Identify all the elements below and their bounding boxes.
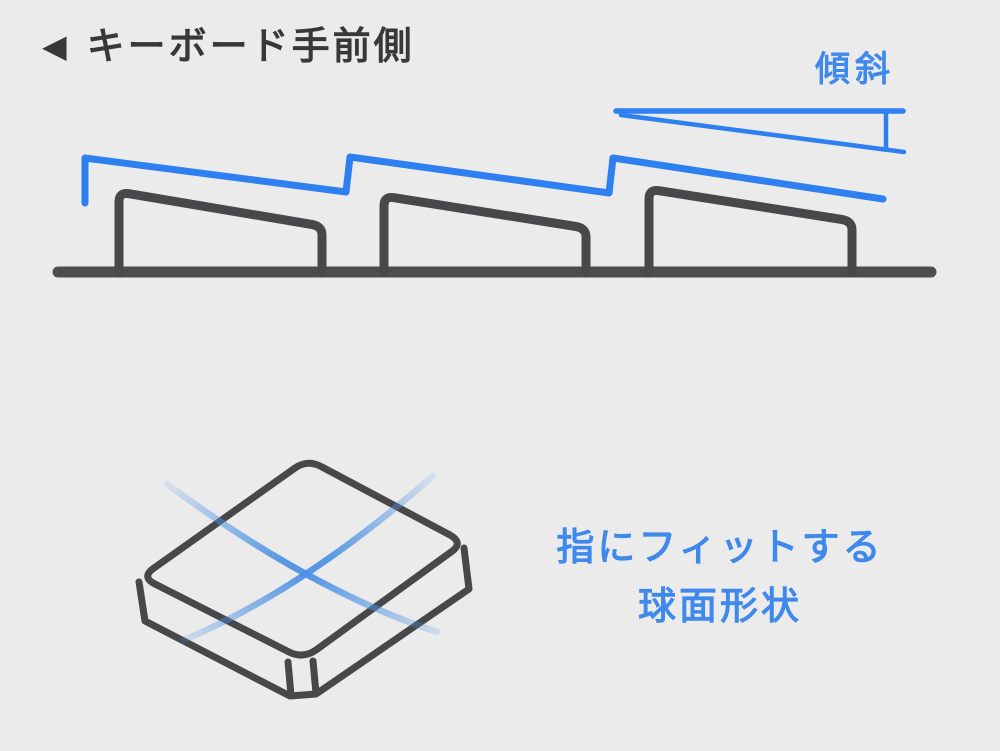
keycap-front-edge-left: [284, 658, 295, 699]
keyboard-slope-profile: [52, 153, 937, 278]
sphere-caption: 指にフィットする 球面形状: [505, 519, 935, 637]
keycap-profile-2: [379, 192, 591, 277]
page-title-text: キーボード手前側: [86, 26, 415, 68]
keycap-profile-1: [114, 188, 327, 277]
sphere-curve-2: [180, 472, 437, 644]
keycap-bottom-silhouette: [135, 544, 473, 700]
left-triangle-icon: ◀: [42, 28, 67, 65]
incline-label: 傾斜: [815, 50, 896, 89]
keycap-isometric: [135, 459, 473, 700]
page-title: ◀ キーボード手前側: [42, 26, 415, 69]
sphere-caption-line2: 球面形状: [637, 586, 802, 628]
incline-angle-marker: [613, 108, 907, 155]
keycap-front-edge-right: [309, 657, 320, 697]
keycap-profile-3: [644, 185, 857, 277]
sphere-caption-line1: 指にフィットする: [556, 527, 884, 569]
slope-line: [81, 153, 887, 207]
angle-hypotenuse: [618, 112, 907, 155]
keycap-top-face: [144, 459, 461, 659]
